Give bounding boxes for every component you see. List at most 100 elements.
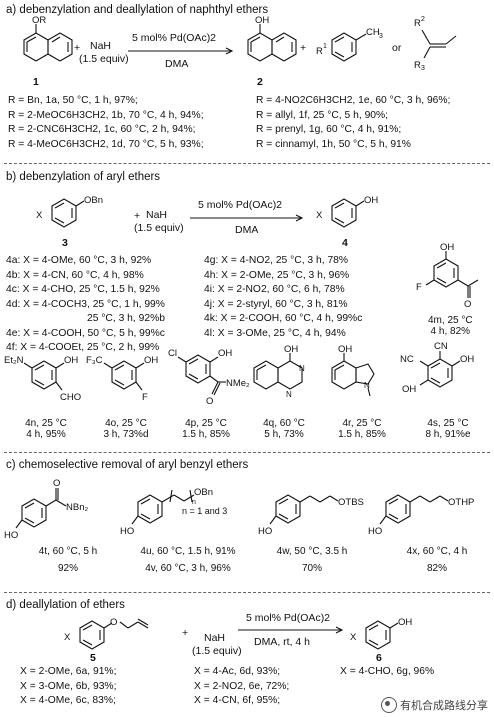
list-item: R = prenyl, 1g, 60 °C, 4 h, 91%; xyxy=(256,124,402,135)
compound-4s-structure: CN NC OH OH xyxy=(400,341,474,395)
plus-sign-2: + xyxy=(300,42,307,54)
svg-text:X: X xyxy=(64,632,71,643)
caption-line: 4p, 25 °C xyxy=(185,418,227,429)
svg-text:OH: OH xyxy=(364,195,378,206)
aryl-allyl-ether-structure: O X xyxy=(64,617,149,650)
section-divider xyxy=(4,452,490,453)
svg-text:O: O xyxy=(206,396,213,407)
list-item: 4l: X = 3-OMe, 25 °C, 4 h, 94% xyxy=(204,327,346,339)
list-item: R = allyl, 1f, 25 °C, 5 h, 90%; xyxy=(256,109,389,121)
compound-4s-caption: 4s, 25 °C 8 h, 91%e xyxy=(406,418,490,440)
section-d-col2: X = 4-Ac, 6d, 93%; X = 2-NO2, 6e, 72%; X… xyxy=(194,665,289,709)
or-label: or xyxy=(392,42,402,54)
caption-line: 3 h, 73%d xyxy=(103,429,149,440)
svg-text:NMe₂: NMe₂ xyxy=(226,378,250,389)
list-item: 4g: X = 4-NO2, 25 °C, 3 h, 78% xyxy=(204,255,349,266)
svg-text:O: O xyxy=(53,478,60,489)
svg-text:1: 1 xyxy=(323,43,327,50)
compound-2-label: 2 xyxy=(257,76,263,88)
naphthol-structure: OH xyxy=(247,15,297,62)
caption-line: 4v, 60 °C, 3 h, 96% xyxy=(145,563,231,574)
svg-text:CN: CN xyxy=(434,341,448,352)
section-d-title: d) deallylation of ethers xyxy=(6,599,125,611)
svg-text:OBn: OBn xyxy=(194,487,213,498)
caption-line: 4x, 60 °C, 4 h xyxy=(406,546,468,557)
phenol-product-structure: OH X xyxy=(350,617,412,650)
watermark-text: 有机合成路线分享 xyxy=(400,700,488,712)
svg-text:OH: OH xyxy=(144,355,158,366)
svg-text:OH: OH xyxy=(460,354,474,365)
svg-text:F₃C: F₃C xyxy=(86,355,103,366)
compound-4m-caption: 4m, 25 °C 4 h, 82% xyxy=(428,315,473,337)
svg-text:3: 3 xyxy=(379,33,383,40)
solvent-label: DMA xyxy=(235,224,259,236)
compound-1-label: 1 xyxy=(33,76,39,88)
svg-text:OH: OH xyxy=(402,384,416,395)
caption-line: 4q, 60 °C xyxy=(263,418,305,429)
compound-4u-4v-structure: OBn n HO xyxy=(120,487,213,537)
caption-line: 5 h, 73% xyxy=(264,429,304,440)
section-b-right-list: 4g: X = 4-NO2, 25 °C, 3 h, 78% 4h: X = 2… xyxy=(204,254,362,341)
svg-text:3: 3 xyxy=(421,65,425,72)
section-d-col3: X = 4-CHO, 6g, 96% xyxy=(340,665,434,680)
caption-line: 82% xyxy=(426,563,447,574)
svg-text:OTHP: OTHP xyxy=(448,497,474,508)
list-item: 4b: X = 4-CN, 60 °C, 4 h, 98% xyxy=(6,269,144,281)
naphthyl-ether-structure: OR xyxy=(23,15,73,62)
svg-text:OH: OH xyxy=(284,344,298,355)
svg-text:NBn₂: NBn₂ xyxy=(66,502,88,513)
catalyst-label: 5 mol% Pd(OAc)2 xyxy=(246,612,331,624)
list-item: R = cinnamyl, 1h, 50 °C, 5 h, 91% xyxy=(256,138,411,150)
compound-4t-caption: 4t, 60 °C, 5 h 92% xyxy=(20,546,116,574)
reagent-nah-equiv: (1.5 equiv) xyxy=(192,645,242,657)
list-item: 4k: X = 2-COOH, 60 °C, 4 h, 99%c xyxy=(204,313,363,324)
compound-4r-structure: OH N xyxy=(331,344,375,397)
section-c-title: c) chemoselective removal of aryl benzyl… xyxy=(6,459,249,471)
caption-line: 8 h, 91%e xyxy=(425,429,471,440)
svg-text:OH: OH xyxy=(255,15,269,26)
phenol-product-structure: OH X xyxy=(316,195,378,228)
compound-5-label: 5 xyxy=(90,652,96,664)
svg-text:OH: OH xyxy=(440,242,454,253)
section-a-left-list: R = Bn, 1a, 50 °C, 1 h, 97%; R = 2-MeOC6… xyxy=(8,94,204,152)
compound-4q-structure: OH NN xyxy=(253,344,305,399)
caption-line: 4n, 25 °C xyxy=(25,418,67,429)
reaction-arrow xyxy=(128,47,234,55)
svg-text:CHO: CHO xyxy=(60,392,81,403)
svg-text:OR: OR xyxy=(32,15,46,26)
reagent-nah-equiv: (1.5 equiv) xyxy=(134,222,184,234)
compound-3-label: 3 xyxy=(62,237,68,249)
svg-text:F: F xyxy=(416,282,422,293)
catalyst-label: 5 mol% Pd(OAc)2 xyxy=(132,32,217,44)
list-item: X = 4-CN, 6f, 95%; xyxy=(194,695,281,706)
compound-4p-caption: 4p, 25 °C 1.5 h, 85% xyxy=(166,418,246,440)
caption-line: 4m, 25 °C xyxy=(428,315,473,326)
svg-text:HO: HO xyxy=(258,526,272,537)
compound-4w-structure: OTBS HO xyxy=(258,494,364,537)
caption-line: 4 h, 95% xyxy=(26,429,66,440)
list-item: 25 °C, 3 h, 92%b xyxy=(87,313,165,324)
svg-text:OH: OH xyxy=(338,344,352,355)
list-item: X = 4-Ac, 6d, 93%; xyxy=(194,666,281,677)
reaction-arrow xyxy=(190,214,304,222)
svg-text:X: X xyxy=(36,210,43,221)
caption-line: 1.5 h, 85% xyxy=(338,429,386,440)
caption-line: 1.5 h, 85% xyxy=(182,429,230,440)
caption-line: 70% xyxy=(301,563,322,574)
svg-text:X: X xyxy=(350,632,357,643)
list-item: 4d: X = 4-COCH3, 25 °C, 1 h, 99% xyxy=(6,298,165,310)
compound-4u-4v-caption: 4u, 60 °C, 1.5 h, 91% 4v, 60 °C, 3 h, 96… xyxy=(128,546,248,574)
list-item: R = 4-MeOC6H3CH2, 1d, 70 °C, 5 h, 93%; xyxy=(8,138,204,150)
caption-line: 4 h, 82% xyxy=(430,326,471,337)
svg-text:HO: HO xyxy=(4,530,18,541)
caption-line: 4w, 50 °C, 3.5 h xyxy=(276,546,348,557)
caption-line: 4o, 25 °C xyxy=(105,418,147,429)
list-item: X = 3-OMe, 6b, 93%; xyxy=(20,680,117,692)
section-b-left-list: 4a: X = 4-OMe, 60 °C, 3 h, 92% 4b: X = 4… xyxy=(6,254,165,356)
list-item: 4i: X = 2-NO2, 60 °C, 6 h, 78% xyxy=(204,284,345,295)
n-label: n = 1 and 3 xyxy=(182,506,228,516)
section-a-right-list: R = 4-NO2C6H3CH2, 1e, 60 °C, 3 h, 96%; R… xyxy=(256,94,450,152)
svg-text:OBn: OBn xyxy=(84,195,103,206)
